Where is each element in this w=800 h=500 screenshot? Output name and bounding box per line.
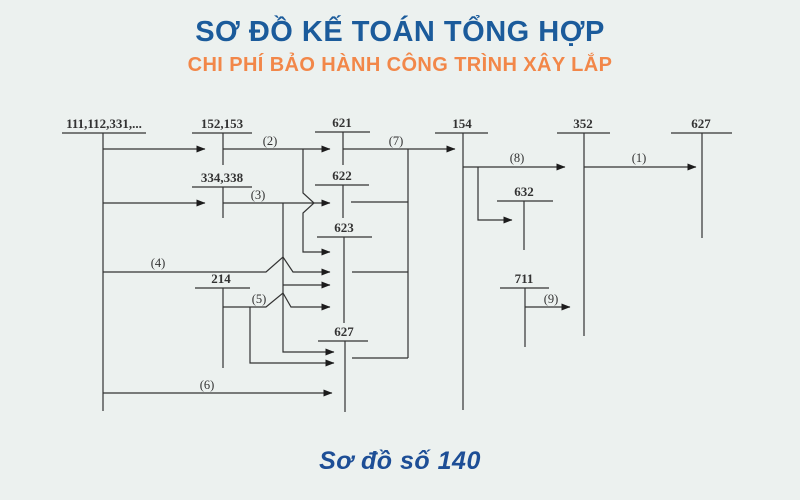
t-account-627-right	[671, 132, 732, 238]
flow-label-1: (1)	[632, 151, 647, 165]
t-account-622	[315, 184, 369, 218]
account-label-334-338: 334,338	[201, 170, 244, 185]
branch-from-flow-2-into-622-and-623	[302, 149, 331, 256]
flow-label-4: (4)	[151, 256, 166, 270]
t-account-214	[195, 287, 250, 368]
account-label-621: 621	[332, 115, 352, 130]
account-label-711: 711	[515, 271, 534, 286]
flow-4-arrow-into-623	[103, 256, 331, 276]
branch-from-flow-8-into-632	[477, 167, 513, 224]
account-label-623: 623	[334, 220, 354, 235]
t-account-623	[317, 236, 372, 323]
account-label-632: 632	[514, 184, 534, 199]
header: SƠ ĐỒ KẾ TOÁN TỔNG HỢP CHI PHÍ BẢO HÀNH …	[0, 14, 800, 78]
t-account-632	[497, 200, 553, 250]
flow-label-7: (7)	[389, 134, 404, 148]
flow-label-5: (5)	[252, 292, 267, 306]
account-label-154: 154	[452, 116, 472, 131]
flow-label-2: (2)	[263, 134, 278, 148]
account-label-111-112-331: 111,112,331,...	[66, 116, 142, 131]
account-label-627-right: 627	[691, 116, 711, 131]
t-account-154	[435, 132, 488, 410]
branch-from-flow-5-into-627	[249, 307, 335, 367]
t-account-627-middle	[318, 340, 368, 412]
flow-label-8: (8)	[510, 151, 525, 165]
account-label-352: 352	[573, 116, 593, 131]
page-title: SƠ ĐỒ KẾ TOÁN TỔNG HỢP	[195, 16, 605, 48]
flow-label-6: (6)	[200, 378, 215, 392]
flow-5-arrow-into-623	[223, 292, 331, 311]
branch-from-flow-3-into-627	[282, 203, 335, 356]
page-subtitle: CHI PHÍ BẢO HÀNH CÔNG TRÌNH XÂY LẮP	[187, 54, 613, 76]
account-label-622: 622	[332, 168, 352, 183]
t-account-352	[557, 132, 610, 336]
flow-label-3: (3)	[251, 188, 266, 202]
flow-label-9: (9)	[544, 292, 559, 306]
t-account-711	[500, 287, 549, 347]
account-label-214: 214	[211, 271, 231, 286]
diagram-number-caption: Sơ đồ số 140	[319, 447, 481, 475]
account-label-152-153: 152,153	[201, 116, 244, 131]
account-label-627-middle: 627	[334, 324, 354, 339]
